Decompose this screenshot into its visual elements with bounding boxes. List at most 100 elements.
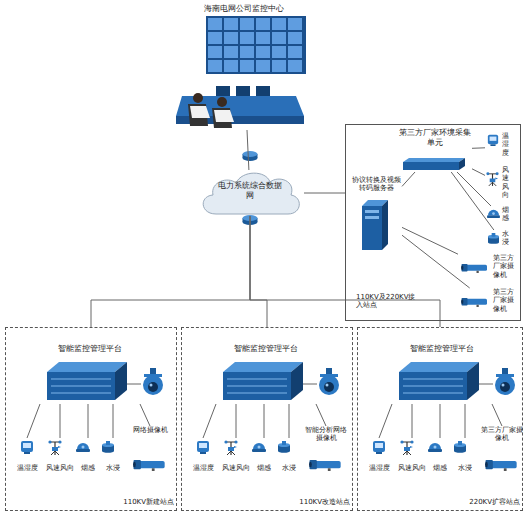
- sensor: 风速风向: [43, 438, 77, 474]
- sensor: 温湿度: [485, 132, 519, 162]
- server: 协议转换及视频转码服务器: [350, 176, 402, 254]
- site-devices-part: [197, 441, 209, 454]
- sensor: 烟感: [253, 438, 275, 474]
- text-group: 水浸: [101, 464, 125, 472]
- text-group: 智能监控管理平台: [211, 344, 321, 354]
- control-room-part: [206, 16, 306, 74]
- camera: 智能分析网络摄像机: [305, 426, 347, 474]
- text-group: 温湿度: [13, 464, 41, 472]
- site-devices-part: [223, 362, 303, 400]
- node-label: 第三方厂家环境采集单元: [398, 128, 472, 147]
- text-group: 烟感: [253, 464, 275, 472]
- text-group: 烟感: [429, 464, 451, 472]
- text-group: 温湿度: [365, 464, 393, 472]
- connector-line: [264, 404, 265, 438]
- monitoring-center: 海南电网公司监控中心: [168, 2, 320, 130]
- site-devices-part: [252, 443, 266, 452]
- text-group: 水浸: [453, 464, 477, 472]
- site-devices-part: [479, 384, 493, 385]
- text-group: 风速风向: [219, 464, 253, 472]
- node-label: 水浸: [453, 464, 477, 472]
- sensor: 风速风向: [485, 166, 519, 202]
- camera: 网络摄像机: [129, 426, 171, 474]
- connector-line: [27, 404, 40, 438]
- connector-line: [289, 404, 290, 438]
- site-box: 110KV改造站点智能监控管理平台温湿度风速风向烟感水浸智能分析网络摄像机: [181, 327, 353, 511]
- node-label: 温湿度: [365, 464, 393, 472]
- connector-line: [402, 172, 415, 186]
- site-devices-part: [224, 440, 237, 455]
- node-label: 水浸: [101, 464, 125, 472]
- connector-line: [203, 404, 216, 438]
- connector-line: [465, 404, 466, 438]
- platform: 智能监控管理平台: [211, 344, 321, 404]
- text-group: 风速风向: [43, 464, 77, 472]
- control-room-part: [214, 110, 234, 122]
- platform: 智能监控管理平台: [387, 344, 497, 404]
- site-devices-part: [373, 441, 385, 454]
- node-label: 烟感: [253, 464, 275, 472]
- site-devices-part: [102, 441, 114, 453]
- node-label: 温湿度: [502, 132, 512, 157]
- text-group: 协议转换及视频转码服务器: [350, 176, 402, 193]
- control-room-part: [208, 18, 304, 72]
- node-label: 220KV扩容站点: [440, 498, 520, 506]
- control-room-part: [236, 86, 250, 96]
- text-group: 海南电网公司监控中心: [168, 4, 320, 14]
- access-site-devices-part: [461, 264, 487, 273]
- connector-line: [250, 216, 267, 327]
- site-devices-part: [48, 440, 61, 455]
- sensor: 水浸: [485, 230, 519, 252]
- connector-line: [140, 404, 150, 426]
- access-site-devices-part: [488, 233, 499, 244]
- site-devices-part: [303, 384, 317, 385]
- node-label: 协议转换及视频转码服务器: [350, 176, 402, 193]
- text-group: 温湿度: [502, 132, 512, 157]
- camera: 第三方厂家摄像机: [481, 426, 523, 474]
- collection-unit: 第三方厂家环境采集单元: [398, 128, 472, 172]
- node-label: 水浸: [502, 230, 512, 247]
- connector-line: [379, 404, 392, 438]
- connector-line: [113, 404, 114, 438]
- sensor: 风速风向: [219, 438, 253, 474]
- connector-line: [472, 147, 485, 149]
- connector-line: [472, 169, 485, 176]
- connector-line: [402, 235, 470, 288]
- text-group: 第三方厂家摄像机: [493, 288, 517, 313]
- node-label: 烟感: [502, 206, 512, 223]
- control-room-part: [193, 93, 203, 103]
- node-label: 温湿度: [189, 464, 217, 472]
- node-label: 智能监控管理平台: [387, 344, 497, 354]
- node-label: 智能监控管理平台: [211, 344, 321, 354]
- node-label: 温湿度: [13, 464, 41, 472]
- connector-line: [91, 216, 250, 327]
- site-devices-part: [485, 460, 517, 471]
- site-devices-part: [495, 368, 515, 395]
- text-group: 烟感: [77, 464, 99, 472]
- text-group: 风速风向: [395, 464, 429, 472]
- text-group: 110KV新建站点: [94, 498, 174, 506]
- node-label: 电力系统综合数据网: [218, 181, 282, 200]
- site-devices: [21, 362, 517, 471]
- sensor: 风速风向: [395, 438, 429, 474]
- node-label: 110KV新建站点: [94, 498, 174, 506]
- connector-line: [236, 404, 237, 438]
- text-group: 第三方厂家摄像机: [493, 254, 517, 279]
- connector-line: [457, 172, 491, 206]
- site-devices-part: [309, 460, 341, 471]
- site-box: 110KV新建站点智能监控管理平台温湿度风速风向烟感水浸网络摄像机: [5, 327, 177, 511]
- sensor: 烟感: [77, 438, 99, 474]
- site-devices-part: [143, 368, 163, 395]
- control-room-part: [216, 86, 230, 96]
- text-group: 烟感: [502, 206, 512, 223]
- sensor: 温湿度: [365, 438, 393, 474]
- cloud-outline: [203, 173, 299, 214]
- node-label: 110KV及220KV接入站点: [356, 293, 420, 310]
- site-devices-part: [400, 440, 413, 455]
- node-label: 网络摄像机: [129, 426, 171, 434]
- control-room-part: [217, 97, 227, 107]
- connector-line: [492, 404, 502, 426]
- node-label: 风速风向: [219, 464, 253, 472]
- sensor: 温湿度: [13, 438, 41, 474]
